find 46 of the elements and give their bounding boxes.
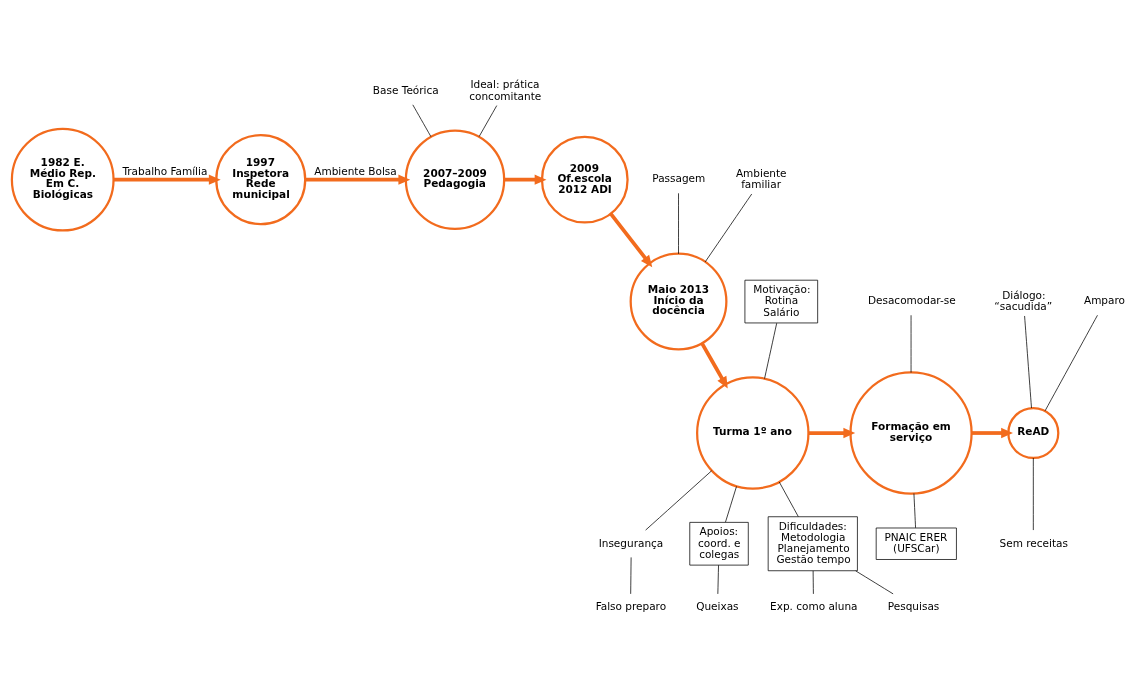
- connector: [764, 322, 778, 379]
- arrow: [808, 427, 856, 438]
- node-box: Apoios: coord. e colegas: [689, 521, 749, 565]
- node-circle: 2007–2009 Pedagogia: [404, 128, 506, 230]
- node-box: PNAIC ERER (UFSCar): [875, 527, 957, 560]
- arrow: [504, 174, 547, 185]
- connector: [812, 570, 814, 594]
- node-circle: ReAD: [1007, 406, 1060, 459]
- connector: [645, 469, 713, 530]
- node-text: Pesquisas: [887, 599, 940, 612]
- connector: [717, 564, 719, 594]
- node-text: Sem receitas: [999, 536, 1068, 549]
- node-text: Base Teórica: [372, 83, 439, 96]
- node-box: Dificuldades: Metodologia Planejamento Gestão tempo: [767, 515, 858, 571]
- node-text: Queixas: [696, 599, 739, 612]
- arrow: [305, 174, 411, 185]
- node-text: Desacomodar-se: [867, 293, 956, 306]
- connector: [778, 481, 799, 517]
- node-circle: 2009 Of.escola 2012 ADI: [540, 135, 629, 224]
- connector: [725, 485, 737, 522]
- connector: [913, 492, 916, 528]
- arrow: [113, 174, 221, 185]
- node-text: Diálogo: “sacudida”: [994, 288, 1053, 312]
- edge-label: Ambiente Bolsa: [314, 164, 397, 177]
- node-text: Ideal: prática concomitante: [469, 77, 542, 102]
- arrow: [971, 427, 1013, 438]
- node-circle: 1982 E. Médio Rep. Em C. Biológicas: [10, 127, 115, 232]
- arrow: [700, 342, 728, 388]
- edge-label: Trabalho Família: [122, 164, 208, 177]
- node-circle: 1997 Inspetora Rede municipal: [215, 133, 307, 225]
- connector: [678, 192, 679, 254]
- connector: [478, 104, 498, 137]
- connector: [412, 103, 432, 137]
- connector: [855, 570, 894, 594]
- connector: [704, 193, 753, 262]
- node-text: Passagem: [652, 171, 706, 184]
- node-text: Falso preparo: [595, 599, 667, 612]
- node-text: Exp. como aluna: [770, 599, 858, 612]
- node-circle: Formação em serviço: [849, 370, 973, 495]
- node-text: Insegurança: [598, 536, 664, 549]
- node-text: Ambiente familiar: [735, 166, 787, 190]
- node-text: Amparo: [1083, 293, 1125, 306]
- connector: [1044, 314, 1098, 411]
- connector: [1024, 315, 1032, 408]
- arrow: [609, 212, 653, 267]
- node-box: Motivação: Rotina Salário: [744, 279, 819, 323]
